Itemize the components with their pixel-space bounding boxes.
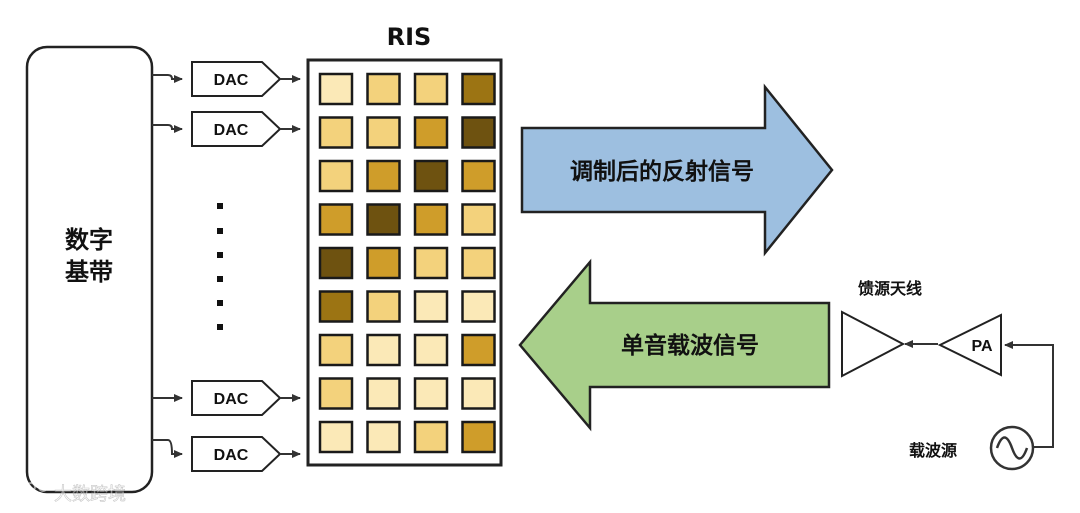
ris-cell xyxy=(413,203,449,236)
feed-antenna-icon xyxy=(841,310,906,378)
ris-cell-grid xyxy=(318,72,496,454)
ris-cell xyxy=(366,420,401,454)
ris-cell xyxy=(318,159,354,193)
carrier-signal-arrow xyxy=(518,258,831,432)
feed-antenna-label: 馈源天线 xyxy=(858,279,922,298)
dac-label: DAC xyxy=(214,72,249,89)
watermark-logo-icon xyxy=(10,482,48,501)
source-to-pa-connector xyxy=(1004,341,1054,448)
reflected-signal-arrow xyxy=(520,83,834,257)
ris-cell xyxy=(461,377,496,410)
watermark-text: 大数跨境 xyxy=(54,484,126,505)
ellipsis-dots xyxy=(217,203,223,330)
ris-cell xyxy=(413,159,449,193)
ris-cell xyxy=(413,246,449,280)
ris-cell xyxy=(461,72,496,106)
baseband-to-dac-connectors xyxy=(152,74,183,458)
carrier-signal-label: 单音载波信号 xyxy=(621,332,759,359)
dac-to-ris-connectors xyxy=(280,75,301,458)
baseband-label-line2: 基带 xyxy=(65,258,113,286)
ris-cell xyxy=(366,246,401,280)
dac-block-2: DAC xyxy=(191,111,282,147)
dac-label: DAC xyxy=(214,447,249,464)
ris-cell xyxy=(318,203,354,236)
dac-block-3: DAC xyxy=(191,380,282,416)
ris-cell xyxy=(461,159,496,193)
ris-cell xyxy=(318,290,354,323)
ris-label: RIS xyxy=(387,23,432,51)
baseband-label-line1: 数字 xyxy=(65,226,113,254)
ris-cell xyxy=(318,72,354,106)
ris-cell xyxy=(413,116,449,149)
ris-cell xyxy=(461,203,496,236)
dac-label: DAC xyxy=(214,122,249,139)
ris-cell xyxy=(413,377,449,410)
ris-cell xyxy=(413,420,449,454)
ris-cell xyxy=(366,116,401,149)
ris-cell xyxy=(318,377,354,410)
baseband-box xyxy=(25,45,154,494)
dac-block-1: DAC xyxy=(191,61,282,97)
ris-cell xyxy=(318,246,354,280)
ris-cell xyxy=(461,290,496,323)
ris-cell xyxy=(318,116,354,149)
ris-cell xyxy=(318,420,354,454)
ris-cell xyxy=(366,203,401,236)
dac-block-4: DAC xyxy=(191,436,282,472)
dac-label: DAC xyxy=(214,391,249,408)
pa-label: PA xyxy=(971,338,992,355)
ris-cell xyxy=(318,333,354,367)
ris-cell xyxy=(413,290,449,323)
ris-cell xyxy=(366,290,401,323)
ris-cell xyxy=(366,72,401,106)
oscillator-icon xyxy=(989,425,1035,471)
reflected-signal-label: 调制后的反射信号 xyxy=(570,158,754,185)
ris-cell xyxy=(366,333,401,367)
ris-cell xyxy=(461,246,496,280)
ris-cell xyxy=(461,333,496,367)
pa-amplifier: PA xyxy=(937,313,1002,377)
ris-cell xyxy=(461,116,496,149)
ris-cell xyxy=(366,159,401,193)
watermark: 大数跨境 xyxy=(10,482,126,505)
ris-cell xyxy=(366,377,401,410)
ris-cell xyxy=(413,333,449,367)
ris-cell xyxy=(461,420,496,454)
ris-cell xyxy=(413,72,449,106)
carrier-source-label: 载波源 xyxy=(909,441,957,460)
